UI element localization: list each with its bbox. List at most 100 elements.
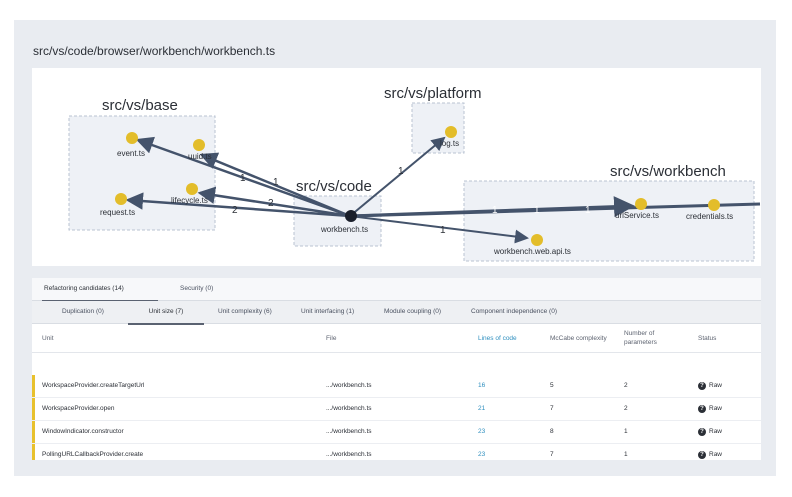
node-workbench[interactable]: [345, 210, 357, 222]
subtab-unit-size[interactable]: Unit size (7): [128, 301, 204, 325]
edge-to-event: [135, 136, 351, 218]
subtab-module-coupling[interactable]: Module coupling (0): [384, 308, 442, 315]
group-label-base: src/vs/base: [102, 97, 178, 114]
subtab-duplication[interactable]: Duplication (0): [62, 308, 104, 315]
group-box-workbench: [463, 180, 755, 262]
workbench-frame: src/vs/code/browser/workbench/workbench.…: [14, 20, 776, 476]
severity-bar: [32, 398, 35, 420]
header-parameters[interactable]: Number of parameters: [624, 330, 657, 346]
group-label-platform: src/vs/platform: [384, 85, 482, 102]
findings-panel: Refactoring candidates (14) Security (0)…: [32, 278, 761, 460]
cell-params: 1: [624, 451, 628, 458]
status-label: Raw: [709, 405, 723, 412]
table-row[interactable]: WindowIndicator.constructor .../workbenc…: [32, 421, 761, 444]
cell-mccabe: 7: [550, 451, 554, 458]
file-path-title: src/vs/code/browser/workbench/workbench.…: [33, 44, 276, 58]
severity-bar: [32, 444, 35, 460]
edge-to-uuid: [199, 152, 351, 218]
cell-params: 1: [624, 428, 628, 435]
edge-to-urlservice: [349, 196, 635, 218]
status-label: Raw: [709, 428, 723, 435]
subtab-unit-complexity[interactable]: Unit complexity (6): [218, 308, 272, 315]
edge-to-request: [125, 192, 351, 218]
cell-file: .../workbench.ts: [326, 382, 372, 389]
group-box-base: [68, 115, 216, 231]
node-urlservice[interactable]: [635, 198, 647, 210]
cell-loc: 23: [478, 428, 486, 435]
node-lifecycle[interactable]: [186, 183, 198, 195]
node-event[interactable]: [126, 132, 138, 144]
cell-unit: WindowIndicator.constructor: [42, 428, 124, 435]
cell-unit: PollingURLCallbackProvider.create: [42, 451, 144, 458]
question-icon: ?: [698, 382, 706, 390]
node-uuid[interactable]: [193, 139, 205, 151]
main-tabs: Refactoring candidates (14) Security (0): [32, 278, 761, 302]
cell-mccabe: 7: [550, 405, 554, 412]
header-file[interactable]: File: [326, 334, 337, 342]
table-row[interactable]: PollingURLCallbackProvider.create .../wo…: [32, 444, 761, 460]
edge-label-wb-a: 1: [492, 205, 498, 216]
cell-loc: 23: [478, 451, 486, 458]
node-label-workbench: workbench.ts: [320, 225, 368, 234]
status-label: Raw: [709, 382, 723, 389]
question-icon: ?: [698, 405, 706, 413]
subtab-unit-interfacing[interactable]: Unit interfacing (1): [301, 308, 355, 315]
node-webapi[interactable]: [531, 234, 543, 246]
edge-to-log: [349, 136, 446, 217]
cell-loc: 16: [478, 382, 486, 389]
cell-params: 2: [624, 382, 628, 389]
edge-label-wb-b: 1: [534, 205, 540, 216]
edge-label-lifecycle: 2: [268, 198, 274, 209]
question-icon: ?: [698, 451, 706, 459]
question-icon: ?: [698, 428, 706, 436]
cell-file: .../workbench.ts: [326, 428, 372, 435]
cell-status[interactable]: ? Raw: [698, 398, 722, 420]
edge-to-webapi: [349, 215, 529, 244]
group-box-code: [293, 195, 382, 247]
edge-label-log: 1: [398, 166, 404, 177]
cell-status[interactable]: ? Raw: [698, 375, 722, 397]
cell-mccabe: 8: [550, 428, 554, 435]
cell-mccabe: 5: [550, 382, 554, 389]
header-mccabe[interactable]: McCabe complexity: [550, 334, 607, 342]
tab-refactoring-candidates[interactable]: Refactoring candidates (14): [42, 278, 158, 302]
group-label-workbench: src/vs/workbench: [610, 163, 726, 180]
cell-unit: WorkspaceProvider.createTargetUrl: [42, 382, 145, 389]
header-lines-of-code[interactable]: Lines of code: [478, 334, 517, 342]
group-label-code: src/vs/code: [296, 178, 372, 195]
tab-security[interactable]: Security (0): [180, 285, 214, 292]
edge-label-webapi: 1: [440, 225, 446, 236]
node-label-event: event.ts: [117, 149, 145, 158]
cell-unit: WorkspaceProvider.open: [42, 405, 115, 412]
cell-status[interactable]: ? Raw: [698, 421, 722, 443]
category-tabs: Duplication (0) Unit size (7) Unit compl…: [32, 301, 761, 325]
cell-file: .../workbench.ts: [326, 451, 372, 458]
node-request[interactable]: [115, 193, 127, 205]
node-label-uuid: uuid.ts: [188, 152, 212, 161]
table-row[interactable]: WorkspaceProvider.createTargetUrl .../wo…: [32, 375, 761, 398]
node-credentials[interactable]: [708, 199, 720, 211]
status-label: Raw: [709, 451, 723, 458]
header-unit[interactable]: Unit: [42, 334, 54, 342]
header-status[interactable]: Status: [698, 334, 717, 342]
severity-bar: [32, 375, 35, 397]
node-label-urlservice: urlService.ts: [615, 211, 659, 220]
edge-label-event: 1: [240, 173, 246, 184]
node-log[interactable]: [445, 126, 457, 138]
table-row[interactable]: WorkspaceProvider.open .../workbench.ts …: [32, 398, 761, 421]
cell-loc: 21: [478, 405, 486, 412]
node-label-lifecycle: lifecycle.ts: [171, 196, 208, 205]
severity-bar: [32, 421, 35, 443]
node-label-webapi: workbench.web.api.ts: [493, 247, 571, 256]
edge-label-uuid: 1: [273, 177, 279, 188]
cell-status[interactable]: ? Raw: [698, 444, 722, 460]
dependency-graph-svg: src/vs/base src/vs/platform src/vs/code …: [68, 85, 761, 262]
dependency-graph: src/vs/base src/vs/platform src/vs/code …: [32, 68, 761, 266]
edge-label-urlservice: 1: [585, 205, 591, 216]
edge-to-lifecycle: [197, 186, 351, 218]
table-header: Unit File Lines of code McCabe complexit…: [32, 324, 761, 353]
subtab-component-independence[interactable]: Component independence (0): [471, 308, 558, 315]
edge-label-request: 2: [232, 205, 238, 216]
node-label-request: request.ts: [100, 208, 135, 217]
cell-file: .../workbench.ts: [326, 405, 372, 412]
